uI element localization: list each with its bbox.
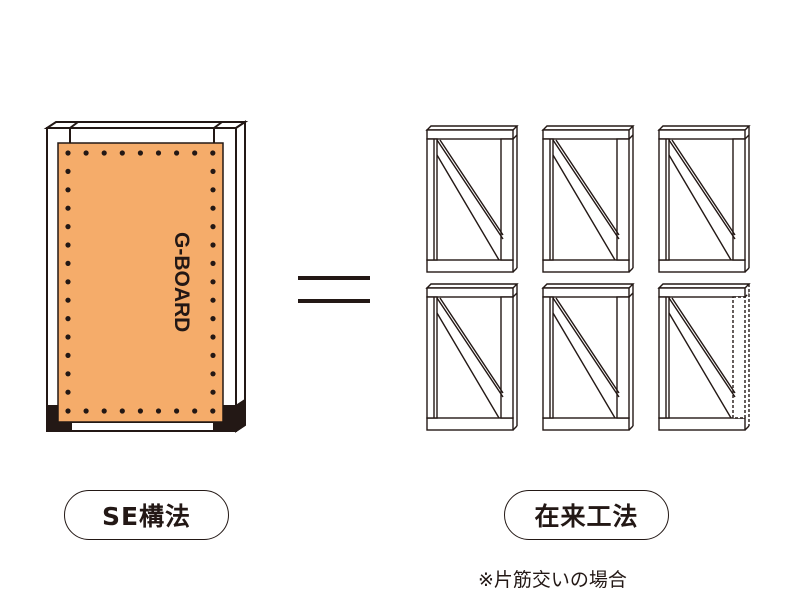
- frame-side-face: [235, 120, 246, 433]
- nail-dot: [210, 205, 216, 211]
- nail-dot: [174, 150, 180, 156]
- left-stud: [426, 296, 438, 419]
- nail-dot: [210, 334, 216, 340]
- left-stud: [426, 138, 438, 261]
- nail-dot: [65, 224, 71, 230]
- nail-dot: [210, 260, 216, 266]
- wall-frame: [541, 283, 635, 431]
- nail-dot: [119, 408, 125, 414]
- nail-dot: [137, 408, 143, 414]
- nail-dot: [65, 279, 71, 285]
- nail-dot: [210, 150, 216, 156]
- top-plate: [658, 287, 746, 298]
- bottom-plate: [658, 259, 746, 273]
- right-stud: [500, 138, 514, 261]
- nail-dot: [210, 389, 216, 395]
- conventional-label: 在来工法: [504, 490, 669, 540]
- bottom-plate: [658, 417, 746, 431]
- nail-dot: [65, 260, 71, 266]
- brace-edge: [436, 297, 504, 398]
- top-plate: [542, 287, 630, 298]
- nail-dot: [65, 408, 71, 414]
- nail-dot: [65, 389, 71, 395]
- nail-dot: [192, 150, 198, 156]
- nail-dot: [210, 242, 216, 248]
- nail-dot: [210, 187, 216, 193]
- brace-edge: [436, 154, 500, 261]
- bottom-plate: [426, 259, 514, 273]
- nail-dot: [65, 371, 71, 377]
- right-stud: [500, 296, 514, 419]
- wall-frame: [541, 125, 635, 273]
- top-plate: [658, 129, 746, 140]
- nail-dot: [65, 187, 71, 193]
- nail-dot: [210, 371, 216, 377]
- nail-dot: [210, 297, 216, 303]
- nail-dot: [65, 150, 71, 156]
- right-stud: [732, 138, 746, 261]
- nail-dot: [65, 242, 71, 248]
- conventional-frames: [425, 125, 751, 431]
- bottom-plate: [70, 421, 215, 432]
- right-stud: [616, 138, 630, 261]
- bottom-plate: [542, 417, 630, 431]
- wall-frame: [657, 283, 751, 431]
- nail-dot: [119, 150, 125, 156]
- brace-edge: [668, 154, 732, 261]
- left-stud: [542, 138, 554, 261]
- right-stud: [616, 296, 630, 419]
- nail-dot: [155, 150, 162, 156]
- brace-edge: [552, 312, 616, 419]
- brace-edge: [552, 139, 620, 240]
- nail-dots: [65, 150, 216, 414]
- nail-dot: [210, 408, 216, 414]
- brace-edge: [668, 297, 736, 398]
- nail-dot: [210, 352, 216, 358]
- nail-dot: [101, 408, 107, 414]
- left-stud: [658, 296, 670, 419]
- nail-dot: [65, 168, 71, 174]
- nail-dot: [210, 316, 216, 322]
- nail-dot: [65, 205, 71, 211]
- nail-dot: [210, 224, 216, 230]
- brace-edge: [552, 297, 620, 398]
- nail-dot: [210, 168, 216, 174]
- conventional-label-text: 在来工法: [534, 502, 639, 531]
- nail-dot: [65, 316, 71, 322]
- nail-dot: [83, 150, 89, 156]
- equals-sign: [298, 276, 370, 303]
- brace-edge: [552, 154, 616, 261]
- nail-dot: [155, 408, 162, 414]
- nail-dot: [65, 297, 71, 303]
- right-stud: [732, 296, 746, 419]
- nail-dot: [65, 352, 71, 358]
- brace-edge: [668, 139, 736, 240]
- bottom-plate: [542, 259, 630, 273]
- top-plate: [426, 287, 514, 298]
- nail-dot: [65, 334, 71, 340]
- single-brace-note: ※片筋交いの場合: [478, 569, 627, 591]
- nail-dot: [174, 408, 180, 414]
- wall-frame: [425, 125, 519, 273]
- left-stud: [542, 296, 554, 419]
- brace-edge: [668, 312, 732, 419]
- top-plate: [542, 129, 630, 140]
- brace-edge: [436, 139, 504, 240]
- se-structure-label: SE構法: [64, 490, 229, 540]
- bottom-plate: [426, 417, 514, 431]
- se-structure-label-text: SE構法: [101, 502, 192, 531]
- nail-dot: [137, 150, 143, 156]
- wall-frame: [425, 283, 519, 431]
- g-board-label: G-BOARD: [170, 232, 193, 332]
- se-structure-panel: [43, 120, 249, 433]
- nail-dot: [210, 279, 216, 285]
- nail-dot: [101, 150, 107, 156]
- nail-dot: [83, 408, 89, 414]
- g-board: [57, 142, 224, 423]
- left-stud: [658, 138, 670, 261]
- top-plate: [426, 129, 514, 140]
- nail-dot: [192, 408, 198, 414]
- wall-frame: [657, 125, 751, 273]
- brace-edge: [436, 312, 500, 419]
